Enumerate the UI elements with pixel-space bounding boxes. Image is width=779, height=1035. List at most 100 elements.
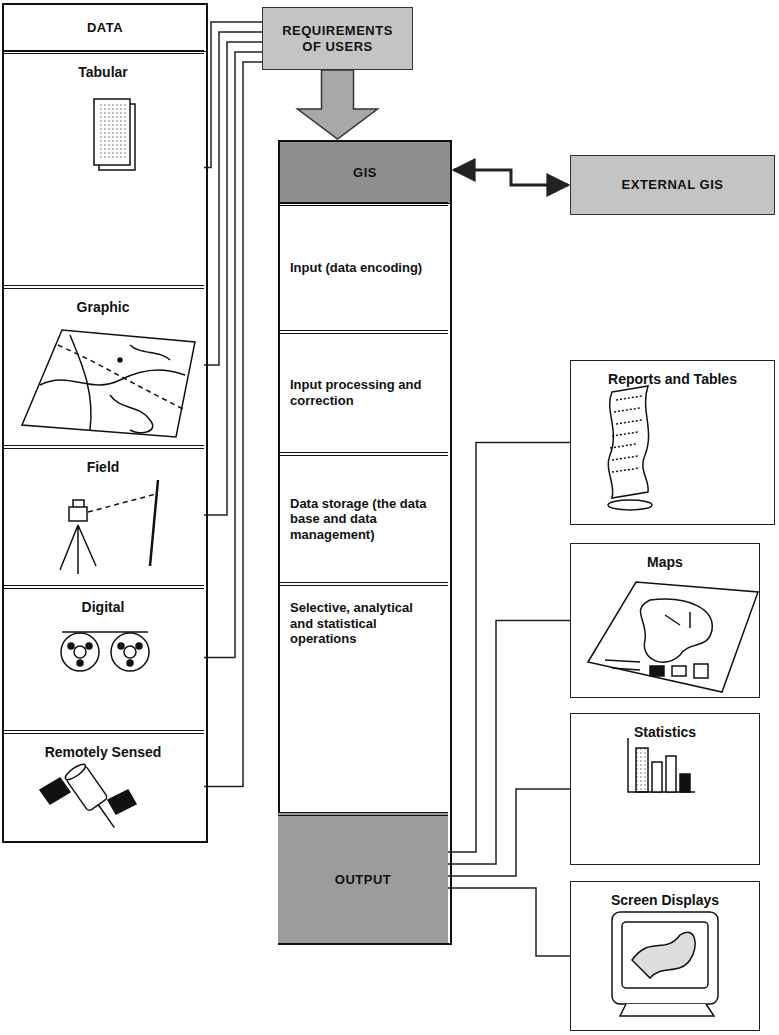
report-icon-part [608, 500, 652, 510]
box-label: Field [87, 459, 120, 476]
text-area: Graphic [2, 289, 204, 445]
report-icon-part [610, 396, 642, 472]
output-box: Reports and Tables [570, 360, 775, 525]
graphic-icon-part [58, 345, 185, 410]
text-area: Data storage (the data base and data man… [278, 456, 448, 582]
text-area: Remotely Sensed [2, 734, 204, 843]
graphic-icon-part [130, 345, 170, 360]
box-label: EXTERNAL GIS [622, 177, 724, 193]
gis-stage-box: Selective, analytical and statistical op… [278, 582, 448, 812]
tabular-icon-part [94, 99, 130, 165]
satellite-icon-part-part [63, 762, 87, 782]
column-heading: GIS [353, 165, 377, 181]
data-source-box: Tabular [2, 50, 204, 285]
data-column: DATA TabularGraphicFieldDigitalRemotely S… [2, 3, 208, 843]
report-icon [608, 386, 652, 510]
output-box: Statistics [570, 713, 760, 865]
requirements-box: REQUIREMENTS OF USERS [262, 7, 413, 70]
map-icon-part [640, 599, 712, 662]
digital-icon-part [111, 633, 149, 671]
double-arrow [454, 170, 568, 185]
text-area: Input processing and correction [278, 334, 448, 452]
connector-line [204, 42, 262, 515]
digital-icon-part [68, 643, 74, 649]
column-heading: DATA [87, 20, 123, 36]
connector-line [204, 52, 262, 658]
screen-icon-part [612, 912, 718, 1004]
chart-icon-part [680, 774, 690, 792]
graphic-icon-part [40, 370, 185, 385]
digital-icon-part [62, 631, 148, 633]
box-label: Input processing and correction [290, 377, 436, 408]
connector-line [204, 32, 262, 365]
text-area: DATA [4, 5, 206, 52]
gis-stage-box: Data storage (the data base and data man… [278, 452, 448, 582]
chart-icon [628, 738, 695, 792]
screen-icon-part [632, 932, 695, 978]
digital-icon [61, 632, 149, 671]
output-band: OUTPUT [278, 812, 448, 943]
text-area: Screen Displays [571, 882, 759, 1030]
output-box: Screen Displays [570, 881, 760, 1031]
digital-icon-part [86, 643, 92, 649]
text-area: Reports and Tables [571, 361, 774, 524]
digital-icon-part [118, 643, 124, 649]
tabular-icon [94, 99, 135, 170]
text-area: GIS [280, 142, 450, 204]
digital-icon-part [74, 646, 86, 658]
digital-icon-part [77, 660, 83, 666]
tabular-icon-part [98, 104, 126, 160]
box-label: OUTPUT [335, 872, 391, 888]
connector-line [448, 888, 570, 956]
digital-icon-part [136, 643, 142, 649]
box-label: Digital [82, 599, 125, 616]
report-icon-part [608, 386, 648, 498]
map-icon-part [588, 582, 758, 692]
text-area: Selective, analytical and statistical op… [278, 586, 448, 812]
map-icon-part [650, 666, 664, 676]
map-icon-part [665, 612, 690, 628]
output-box: Maps [570, 543, 760, 698]
graphic-icon-part [22, 330, 195, 437]
digital-icon-part [124, 646, 136, 658]
digital-icon-part [127, 660, 133, 666]
text-area: REQUIREMENTS OF USERS [263, 8, 412, 69]
field-icon-part [88, 494, 156, 512]
box-label: Selective, analytical and statistical op… [290, 600, 436, 647]
text-area: Input (data encoding) [278, 206, 448, 330]
screen-icon-part [620, 1004, 714, 1016]
satellite-icon [40, 762, 136, 835]
digital-icon-part [61, 633, 99, 671]
gis-stage-box: Input processing and correction [278, 330, 448, 452]
data-source-box: Remotely Sensed [2, 730, 204, 843]
gis-stage-box: Input (data encoding) [278, 202, 448, 330]
connector-line [448, 789, 570, 876]
field-icon-part [69, 507, 87, 521]
box-label: Tabular [78, 64, 128, 81]
connector-line [204, 22, 262, 168]
connector-line [448, 443, 570, 853]
box-label: Input (data encoding) [290, 260, 436, 276]
field-icon-part [73, 500, 84, 507]
text-area: Digital [2, 589, 204, 730]
graphic-icon-part [110, 395, 153, 433]
chart-icon-part [652, 762, 662, 792]
box-label: Maps [647, 554, 683, 571]
field-icon [60, 480, 158, 574]
data-source-box: Digital [2, 585, 204, 730]
screen-icon [612, 912, 718, 1016]
data-source-box: Field [2, 445, 204, 585]
text-area: Maps [571, 544, 759, 697]
block-arrow [298, 70, 378, 139]
text-area: Field [2, 449, 204, 585]
text-area: Tabular [2, 54, 204, 285]
screen-icon-part [622, 922, 708, 988]
graphic-icon-part [70, 335, 91, 430]
satellite-icon-part [40, 778, 70, 804]
box-label: Remotely Sensed [45, 744, 162, 761]
box-label: Reports and Tables [608, 371, 737, 388]
external-gis-box: EXTERNAL GIS [570, 155, 775, 215]
connector-line [448, 621, 570, 865]
box-label: REQUIREMENTS OF USERS [273, 23, 402, 54]
